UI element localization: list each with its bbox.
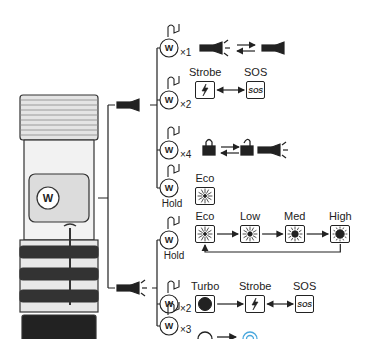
mode-name: Med — [284, 210, 305, 223]
press-count: ×3 — [180, 324, 191, 336]
mode-node: Eco — [195, 210, 215, 243]
press-button-icon — [160, 126, 179, 159]
mode-icon-box — [195, 225, 215, 243]
toggle-arrows — [221, 45, 255, 153]
press-button-icon — [160, 24, 179, 57]
mode-name: Strobe — [239, 280, 271, 293]
press-count: ×2 — [180, 303, 191, 315]
mode-node: Low — [240, 210, 260, 243]
mode-name: Strobe — [189, 66, 221, 79]
button-letter: W — [165, 182, 174, 194]
button-letter: W — [165, 234, 174, 246]
mode-name: SOS — [293, 280, 316, 293]
icon-text: SOS — [297, 300, 312, 309]
press-button-icon — [160, 164, 179, 197]
mode-node: Eco — [195, 172, 215, 205]
press-count: ×4 — [180, 149, 191, 161]
mode-node: Turbo — [191, 280, 219, 313]
mode-name: SOS — [244, 66, 267, 79]
mode-glyph — [197, 226, 213, 242]
mode-node: High — [329, 210, 352, 243]
lock-icons — [203, 139, 253, 155]
press-count: ×1 — [180, 47, 191, 59]
mode-glyph — [287, 226, 303, 242]
mode-glyph — [247, 296, 263, 312]
flashlight-body — [20, 95, 98, 339]
mode-glyph — [332, 226, 348, 242]
light-on-icon — [258, 142, 288, 158]
mode-icon-box — [285, 225, 305, 243]
light-off-icon — [117, 99, 139, 111]
button-letter: W — [165, 144, 174, 156]
mode-icon-box — [195, 81, 215, 99]
press-button-icon — [160, 76, 179, 109]
mode-icon-box — [195, 187, 215, 205]
mode-glyph — [197, 296, 213, 312]
button-letter: W — [165, 42, 174, 54]
press-count: Hold — [163, 250, 186, 262]
mode-arrow — [262, 233, 283, 234]
mode-arrow — [217, 233, 238, 234]
light-on-icon — [117, 280, 147, 296]
mode-name: Low — [240, 210, 260, 223]
mode-node: Strobe — [189, 66, 221, 99]
mode-glyph — [197, 82, 213, 98]
mode-glyph — [242, 226, 258, 242]
button-letter: W — [165, 94, 174, 106]
mode-name: Eco — [196, 172, 215, 185]
mode-icons-cut — [198, 332, 257, 339]
mode-icon-box — [330, 225, 350, 243]
mode-arrow — [217, 303, 243, 304]
press-count: Hold — [161, 198, 184, 210]
button-letter: W — [165, 298, 174, 310]
press-button-icon — [160, 216, 179, 249]
mode-node: SOS SOS — [293, 280, 316, 313]
mode-name: Eco — [196, 210, 215, 223]
button-letter: W — [43, 192, 53, 204]
press-count: ×2 — [180, 99, 191, 111]
icon-text: SOS — [248, 86, 263, 95]
mode-icon-box: SOS — [246, 81, 265, 99]
mode-arrow — [307, 233, 329, 234]
mode-name: High — [329, 210, 352, 223]
mode-node: SOS SOS — [244, 66, 267, 99]
mode-icon-box — [240, 225, 260, 243]
mode-arrow — [217, 89, 244, 90]
mode-arrow — [205, 244, 340, 252]
mode-glyph — [197, 188, 213, 204]
mode-icon-box: SOS — [295, 295, 314, 313]
press-button-icon — [160, 280, 179, 313]
tree-lines — [98, 48, 160, 326]
mode-name: Turbo — [191, 280, 219, 293]
mode-icon-box — [195, 295, 215, 313]
mode-icon-box — [245, 295, 265, 313]
button-letter: W — [165, 320, 174, 332]
mode-arrow — [267, 303, 293, 304]
mode-node: Strobe — [239, 280, 271, 313]
light-on-icon — [200, 40, 230, 56]
mode-node: Med — [284, 210, 305, 243]
light-off-icon — [262, 42, 284, 54]
